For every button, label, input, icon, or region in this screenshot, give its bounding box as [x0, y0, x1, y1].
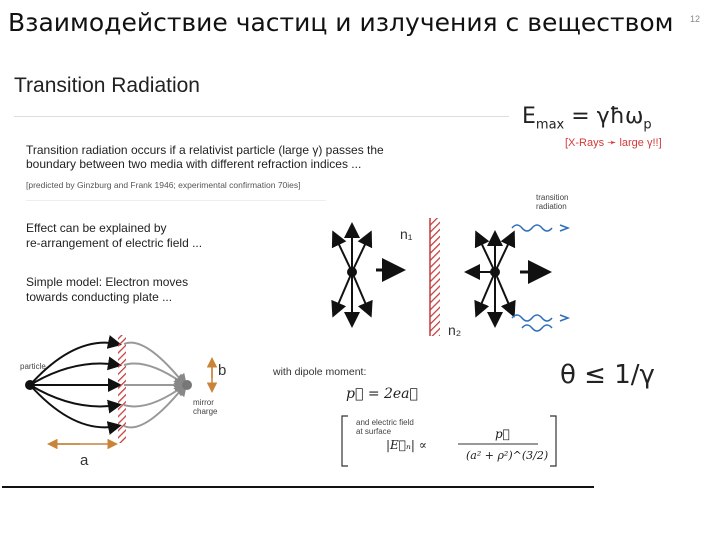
paragraph-line-1: Transition radiation occurs if a relativ… [26, 143, 384, 157]
particle-charge [25, 380, 35, 390]
boundary-hatch [430, 218, 440, 336]
emax-formula: Emax = γħωp [522, 104, 652, 133]
a-label: a [80, 452, 89, 469]
n1-label: n₁ [400, 226, 413, 242]
paragraph-line-6: towards conducting plate ... [26, 290, 173, 304]
citation-note: [predicted by Ginzburg and Frank 1946; e… [26, 180, 301, 190]
field-lhs: |E⃗ₙ| ∝ [386, 438, 427, 452]
xrays-note: [X-Rays ➛ large γ!!] [565, 137, 662, 149]
mirror-charge [182, 380, 192, 390]
transition-radiation-diagram [331, 218, 571, 336]
paragraph-line-2: boundary between two media with differen… [26, 157, 362, 171]
field-numerator: p⃗ [495, 427, 510, 441]
field-lines-left [29, 335, 122, 435]
section-heading: Transition Radiation [14, 74, 200, 97]
n2-label: n₂ [448, 322, 462, 338]
conducting-plate [118, 335, 126, 443]
slide-number: 12 [690, 14, 701, 24]
field-denominator: (a² + ρ²)^(3/2) [466, 449, 549, 462]
heading-divider [14, 116, 509, 117]
bottom-rule [2, 486, 594, 488]
radiation-wave-top [511, 224, 553, 232]
paragraph-line-4: re-arrangement of electric field ... [26, 236, 203, 250]
radiation-wave-bottom [511, 314, 553, 322]
paragraph-line-3: Effect can be explained by [26, 221, 167, 235]
field-lines-right [123, 341, 189, 429]
paragraph-line-5: Simple model: Electron moves [26, 275, 189, 289]
mirror-charge-diagram [25, 335, 218, 450]
theta-formula: θ ≤ 1/γ [560, 360, 655, 390]
particle-label: particle [20, 362, 46, 371]
field-star-right [464, 230, 516, 328]
dipole-label: with dipole moment: [273, 366, 367, 378]
particle-dot-left [347, 267, 357, 277]
particle-dot-right [490, 267, 500, 277]
field-star-left [331, 222, 373, 328]
field-formula-bracket [341, 415, 557, 467]
dipole-equation: p⃗ = 2ea⃗ [346, 386, 418, 402]
b-label: b [218, 362, 227, 379]
slide-title: Взаимодействие частиц и излучения с веще… [8, 8, 674, 37]
paragraph-divider [26, 200, 326, 201]
